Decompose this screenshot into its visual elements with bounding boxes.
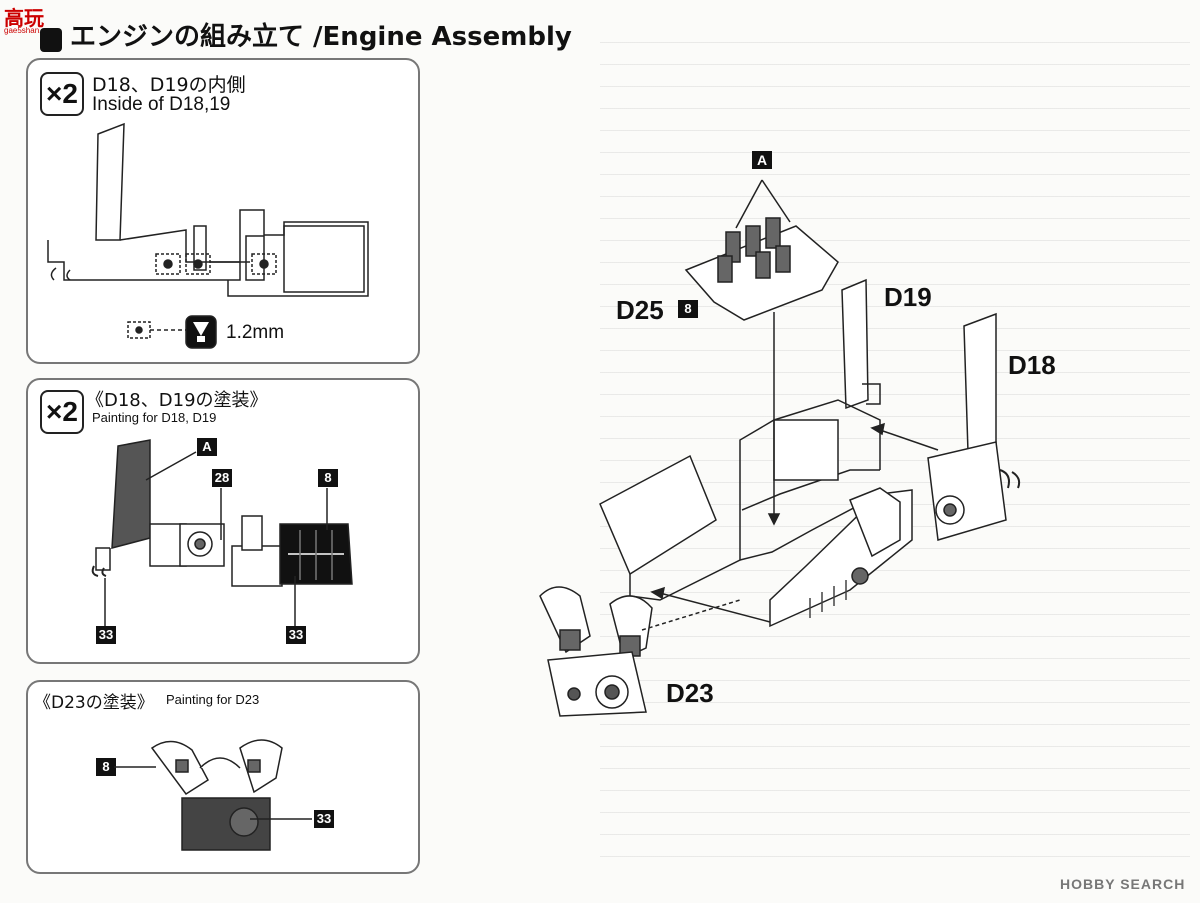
- part-d25-drawing: [684, 179, 839, 321]
- color-callout-8: 8: [318, 469, 338, 487]
- color-callout-a: A: [197, 438, 217, 456]
- part-d18-drawing: [927, 312, 1021, 541]
- part-label-d25: D25: [616, 295, 664, 325]
- page-title: エンジンの組み立て /Engine Assembly: [70, 22, 572, 52]
- panel2-title-en: Painting for D18, D19: [92, 410, 217, 425]
- multiplier-badge: ×2: [40, 390, 84, 434]
- panel3-title-jp: 《D23の塗装》: [34, 693, 154, 713]
- panel1-title-jp: D18、D19の内側: [92, 74, 246, 96]
- side-plate-inside-drawing: [47, 122, 369, 297]
- panel-inside-d18-d19: [26, 58, 420, 364]
- color-callout-33: 33: [314, 810, 334, 828]
- assembly-arrows: [641, 312, 939, 631]
- panel-painting-d18-d19: [26, 378, 420, 664]
- chassis-frame-drawing: [599, 399, 913, 628]
- part-d23-drawing: [539, 586, 653, 717]
- color-callout-33: 33: [96, 626, 116, 644]
- drill-size-label: 1.2mm: [226, 322, 285, 343]
- part-d19-drawing: [841, 278, 881, 410]
- side-plate-painting-drawing: [91, 439, 353, 626]
- color-callout-33: 33: [286, 626, 306, 644]
- watermark-site: gae5shan.com: [4, 26, 57, 35]
- color-callout-8: 8: [96, 758, 116, 776]
- part-label-d23: D23: [666, 678, 714, 708]
- step-number-badge: [40, 28, 62, 52]
- drill-hole-legend: [127, 315, 217, 349]
- part-label-d18: D18: [1008, 350, 1056, 380]
- color-callout-28: 28: [212, 469, 232, 487]
- panel3-title-en: Painting for D23: [166, 692, 260, 707]
- panel1-title-en: Inside of D18,19: [92, 94, 231, 115]
- watermark-bottom: HOBBY SEARCH: [1060, 876, 1186, 892]
- watermark-logo: 高玩: [4, 6, 44, 30]
- background-text-texture: [600, 30, 1190, 870]
- panel2-title-jp: 《D18、D19の塗装》: [86, 390, 268, 411]
- multiplier-badge: ×2: [40, 72, 84, 116]
- engine-block-painting-drawing: [114, 739, 312, 851]
- color-callout-d25: 8: [678, 300, 698, 318]
- part-label-d19: D19: [884, 282, 932, 312]
- part-callout-a: A: [752, 151, 772, 169]
